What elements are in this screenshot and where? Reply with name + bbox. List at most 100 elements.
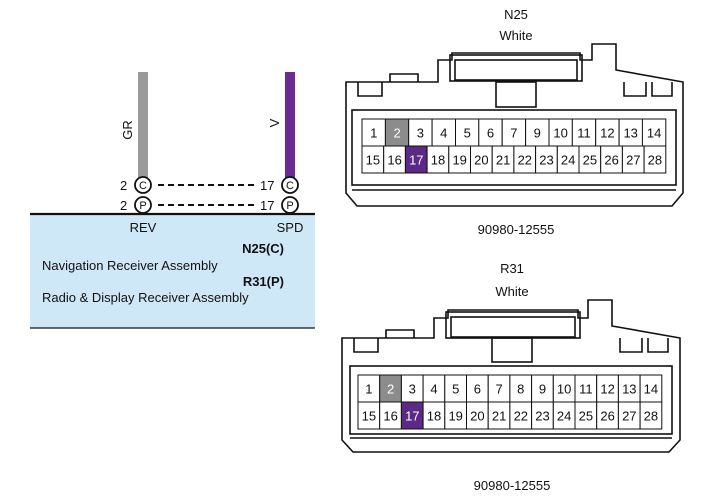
pin-number: 8: [517, 382, 524, 397]
terminal-p-right-circle: [281, 196, 299, 214]
pin-number: 7: [495, 382, 502, 397]
pin-number: 9: [539, 382, 546, 397]
pin-number: 19: [448, 409, 462, 424]
pin-number: 25: [579, 409, 593, 424]
pin-number: 25: [583, 153, 597, 168]
pin-number: 1: [365, 382, 372, 397]
pin-number: 17: [405, 409, 419, 424]
pin-number: 11: [577, 126, 591, 141]
pin-number: 28: [648, 153, 662, 168]
connector-r31-latch-outer: [445, 311, 581, 339]
pin-number: 9: [534, 126, 541, 141]
terminal-p-right-letter: P: [286, 200, 293, 212]
terminal-c-right-circle: [281, 176, 299, 194]
connector-n25-ridge-left: [357, 73, 419, 97]
pin-number: 6: [487, 126, 494, 141]
pin-number: 14: [644, 382, 658, 397]
pin-number: 4: [440, 126, 447, 141]
pin-number: 24: [557, 409, 571, 424]
pin-number: 23: [539, 153, 553, 168]
pin-number: 26: [604, 153, 618, 168]
terminal-p-left-letter: P: [139, 200, 146, 212]
pin-number: 27: [626, 153, 640, 168]
pin-number: 15: [362, 409, 376, 424]
pin-number: 18: [431, 153, 445, 168]
pin-number: 10: [557, 382, 571, 397]
connector-r31-part-number: 90980-12555: [474, 478, 551, 493]
signal-spd-label: SPD: [277, 220, 304, 235]
pin-number: 16: [383, 409, 397, 424]
pin-cell: [639, 401, 663, 430]
connector-n25c-label: N25(C): [242, 241, 284, 256]
pin-number: 4: [430, 382, 437, 397]
connector-n25-part-number: 90980-12555: [478, 222, 555, 237]
signal-rev-label: REV: [130, 220, 157, 235]
connector-n25-inner-frame: [351, 109, 677, 186]
wire-gr-color-code: GR: [120, 120, 135, 140]
pin-number: 18: [427, 409, 441, 424]
terminal-p-left-pin: 2: [120, 198, 127, 213]
pin-number: 23: [535, 409, 549, 424]
connector-n25-latch-center: [495, 81, 537, 108]
pin-number: 28: [644, 409, 658, 424]
terminal-p-left-circle: [134, 196, 152, 214]
pin-number: 22: [514, 409, 528, 424]
pin-number: 13: [622, 382, 636, 397]
pin-number: 14: [647, 126, 661, 141]
terminal-c-left-circle: [134, 176, 152, 194]
connector-n25-color: White: [499, 28, 532, 43]
connector-r31-ridge-left: [353, 329, 415, 353]
pin-number: 16: [387, 153, 401, 168]
wire-v: [285, 72, 295, 178]
terminal-p-right-pin: 17: [260, 198, 274, 213]
connector-n25-ridge-right: [623, 82, 673, 97]
pin-number: 21: [492, 409, 506, 424]
terminal-c-left-pin: 2: [120, 178, 127, 193]
pin-number: 2: [387, 382, 394, 397]
wire-gr: [138, 72, 148, 178]
connector-r31p-label: R31(P): [243, 274, 284, 289]
connector-n25-latch-outer: [449, 54, 583, 82]
pin-number: 10: [553, 126, 567, 141]
pin-number: 5: [452, 382, 459, 397]
pin-number: 24: [561, 153, 575, 168]
radio-display-receiver-label: Radio & Display Receiver Assembly: [42, 290, 249, 305]
connector-r31-id: R31: [500, 261, 524, 276]
pin-number: 7: [510, 126, 517, 141]
pin-number: 19: [452, 153, 466, 168]
pin-number: 21: [496, 153, 510, 168]
pin-number: 17: [409, 153, 423, 168]
connector-n25-latch-inner: [454, 59, 578, 81]
navigation-receiver-label: Navigation Receiver Assembly: [42, 258, 218, 273]
pin-number: 13: [623, 126, 637, 141]
pin-number: 3: [417, 126, 424, 141]
connector-r31-ridge-right: [619, 338, 669, 353]
pin-number: 2: [393, 126, 400, 141]
pin-cell: [643, 145, 667, 174]
terminal-c-right-pin: 17: [260, 178, 274, 193]
pin-number: 11: [579, 382, 593, 397]
connector-r31-latch-center: [491, 337, 533, 363]
pin-number: 12: [600, 126, 614, 141]
pin-number: 1: [370, 126, 377, 141]
pin-number: 27: [622, 409, 636, 424]
receiver-box: [30, 214, 315, 328]
pin-number: 15: [366, 153, 380, 168]
pin-number: 12: [600, 382, 614, 397]
terminal-c-left-letter: C: [139, 180, 147, 192]
connector-r31-housing: [341, 299, 681, 453]
connector-r31-inner-frame: [349, 365, 673, 435]
pin-number: 26: [600, 409, 614, 424]
pin-number: 20: [474, 153, 488, 168]
connector-r31-color: White: [495, 284, 528, 299]
pin-number: 20: [470, 409, 484, 424]
pin-number: 6: [474, 382, 481, 397]
terminal-c-right-letter: C: [286, 180, 294, 192]
connector-r31-latch-inner: [450, 316, 576, 338]
pin-number: 3: [409, 382, 416, 397]
